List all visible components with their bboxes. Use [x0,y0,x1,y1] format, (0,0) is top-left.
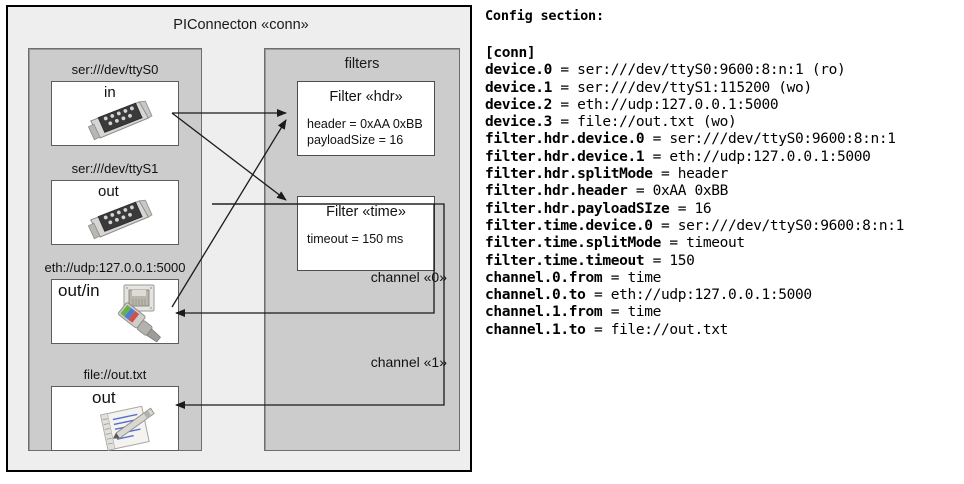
ethernet-jack-icon [118,284,161,343]
filter-time-prop-timeout: timeout = 150 ms [307,232,404,246]
config-line-key: filter.hdr.splitMode [485,166,653,183]
device-label-in: in [104,84,116,101]
config-line-key: channel.0.to [485,287,586,304]
config-line-key: filter.time.device.0 [485,217,653,234]
config-line-value: = 16 [669,200,712,217]
config-lines-list: [conn]device.0 = ser:///dev/ttyS0:9600:8… [485,45,964,339]
config-line-key: filter.hdr.device.1 [485,148,645,165]
filter-hdr-prop-header: header = 0xAA 0xBB [307,117,423,131]
config-line: device.2 = eth://udp:127.0.0.1:5000 [485,97,964,114]
filters-panel: filters Filter «hdr» header = 0xAA 0xBB … [264,48,460,451]
config-line: channel.0.from = time [485,270,964,287]
device-caption-eth: eth://udp:127.0.0.1:5000 [44,260,186,275]
filter-hdr-title: Filter «hdr» [329,89,403,105]
config-line-key: [conn] [485,45,536,61]
device-label-out-in: out/in [58,281,100,300]
config-line: channel.1.to = file://out.txt [485,322,964,339]
device-box-ttys0[interactable]: in [51,81,179,146]
config-heading: Config section: [485,8,604,24]
config-line-value: = header [652,166,729,183]
config-line-key: device.3 [485,114,553,131]
text-file-icon [100,405,155,451]
config-line-value: = ser:///dev/ttyS0:9600:8:n:1 (ro) [552,62,846,79]
config-line-key: filter.hdr.header [485,183,628,200]
config-line: filter.time.splitMode = timeout [485,235,964,252]
config-line-value: = timeout [660,235,745,252]
device-box-file[interactable]: out [51,386,179,451]
config-line: filter.time.device.0 = ser:///dev/ttyS0:… [485,218,964,235]
device-box-eth[interactable]: out/in [51,279,179,344]
config-line: filter.hdr.device.1 = eth://udp:127.0.0.… [485,149,964,166]
config-line-value: = file://out.txt (wo) [552,114,737,131]
config-line: channel.1.from = time [485,304,964,321]
config-line: filter.hdr.header = 0xAA 0xBB [485,183,964,200]
config-line-key: filter.hdr.payloadSIze [485,200,670,217]
config-section: Config section: [conn]device.0 = ser:///… [482,0,964,484]
serial-port-icon [87,199,153,240]
devices-panel: ser:///dev/ttyS0 in [28,48,202,451]
config-line-value: = 150 [644,252,695,269]
filter-hdr-prop-payloadsize: payloadSize = 16 [307,133,404,147]
config-line: device.3 = file://out.txt (wo) [485,114,964,131]
serial-port-icon [87,100,153,141]
config-line-value: = eth://udp:127.0.0.1:5000 [585,287,812,304]
config-line-value: = 0xAA 0xBB [627,183,729,200]
config-line-value: = time [602,269,662,286]
config-line-key: device.1 [485,79,553,96]
config-line-value: = time [602,304,662,321]
config-line-key: filter.time.splitMode [485,235,661,252]
config-line: filter.hdr.splitMode = header [485,166,964,183]
config-line-key: channel.0.from [485,269,603,286]
filter-box-time[interactable]: Filter «time» timeout = 150 ms [297,196,435,271]
config-line-value: = eth://udp:127.0.0.1:5000 [644,148,871,165]
config-line: channel.0.to = eth://udp:127.0.0.1:5000 [485,287,964,304]
config-line-key: device.0 [485,62,553,79]
device-label-out-serial: out [98,183,119,200]
config-line: filter.hdr.payloadSIze = 16 [485,201,964,218]
config-line-key: channel.1.from [485,304,603,321]
device-caption-ttys1: ser:///dev/ttyS1 [71,161,159,176]
config-line: device.0 = ser:///dev/ttyS0:9600:8:n:1 (… [485,62,964,79]
channel-label-0: channel «0» [370,269,447,285]
config-line-key: filter.hdr.device.0 [485,131,645,148]
channel-label-1: channel «1» [370,354,447,370]
config-line-key: device.2 [485,96,553,113]
config-line-value: = eth://udp:127.0.0.1:5000 [552,96,779,113]
device-label-out-file: out [92,388,116,407]
device-caption-ttys0: ser:///dev/ttyS0 [71,62,159,77]
config-line-value: = ser:///dev/ttyS0:9600:8:n:1 [644,131,896,148]
connector-diagram: PIConnecton «conn» ser:///dev/ttyS0 in [6,5,472,472]
filter-time-title: Filter «time» [326,204,406,220]
device-box-ttys1[interactable]: out [51,180,179,245]
diagram-title: PIConnecton «conn» [173,17,309,33]
config-line: filter.hdr.device.0 = ser:///dev/ttyS0:9… [485,131,964,148]
config-line: [conn] [485,45,964,62]
config-line: device.1 = ser:///dev/ttyS1:115200 (wo) [485,80,964,97]
config-line-value: = file://out.txt [585,321,729,338]
config-line-key: channel.1.to [485,321,586,338]
piconnecton-outer-frame: PIConnecton «conn» ser:///dev/ttyS0 in [6,5,472,472]
device-caption-file: file://out.txt [83,367,147,382]
filter-box-hdr[interactable]: Filter «hdr» header = 0xAA 0xBB payloadS… [297,81,435,156]
config-line: filter.time.timeout = 150 [485,253,964,270]
config-line-value: = ser:///dev/ttyS0:9600:8:n:1 [652,217,905,234]
config-line-key: filter.time.timeout [485,252,645,269]
config-line-value: = ser:///dev/ttyS1:115200 (wo) [552,79,812,96]
filters-panel-title: filters [344,56,380,72]
